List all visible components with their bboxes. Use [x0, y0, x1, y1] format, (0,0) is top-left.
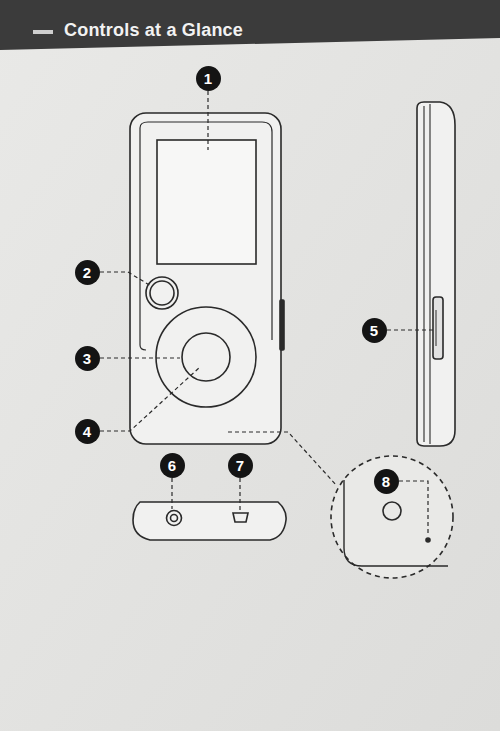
header-dash — [33, 30, 53, 34]
reset-hole — [426, 538, 430, 542]
callout-number: 1 — [196, 66, 221, 91]
header-band — [0, 0, 500, 50]
menu-button-inner — [150, 281, 174, 305]
callout-number: 5 — [362, 318, 387, 343]
leader-line — [171, 478, 172, 509]
side-line — [429, 104, 430, 444]
player-bottom — [133, 502, 286, 540]
headphone-jack — [167, 511, 182, 526]
side-switch — [433, 297, 443, 359]
leader-line — [207, 91, 208, 150]
player-side — [417, 102, 455, 446]
callout-number: 2 — [75, 260, 100, 285]
callout-number: 3 — [75, 346, 100, 371]
headphone-jack-hole — [171, 515, 178, 522]
leader-line — [100, 272, 151, 286]
bezel-line — [140, 128, 146, 350]
zoom-circle — [331, 456, 453, 578]
zoom-corner — [344, 480, 448, 566]
callout-number: 6 — [160, 453, 185, 478]
leader-line — [100, 357, 180, 358]
page-heading: Controls at a Glance — [64, 20, 243, 41]
center-button — [182, 333, 230, 381]
leader-line — [100, 367, 200, 431]
usb-port — [233, 513, 248, 522]
zoom-leader — [228, 432, 337, 486]
leader-line — [239, 478, 240, 511]
leader-line — [399, 481, 428, 536]
reset-button — [383, 502, 401, 520]
menu-button — [146, 277, 178, 309]
player-body — [130, 113, 281, 444]
side-switch-line — [436, 310, 437, 346]
side-line — [423, 106, 424, 442]
screen — [157, 140, 256, 264]
control-wheel — [156, 307, 256, 407]
side-button-edge — [280, 300, 284, 350]
callout-number: 4 — [75, 419, 100, 444]
callout-number: 7 — [228, 453, 253, 478]
leader-line — [387, 329, 433, 330]
callout-number: 8 — [374, 469, 399, 494]
